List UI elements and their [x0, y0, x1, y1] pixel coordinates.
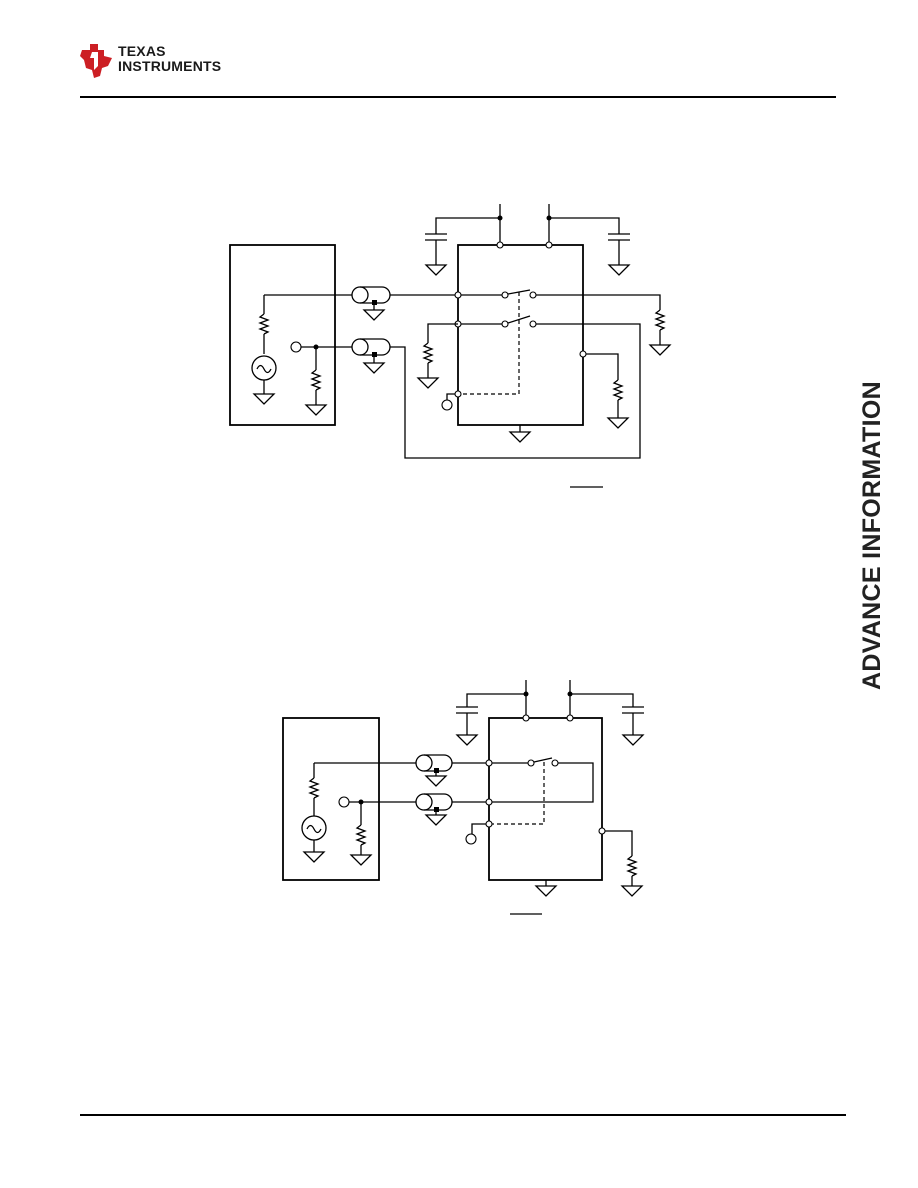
brand-name: Texas Instruments — [118, 44, 221, 74]
analyzer-box-2 — [282, 717, 380, 881]
coax-connector-1a — [351, 286, 391, 304]
test-circuit-1 — [229, 204, 672, 488]
brand-line-1: Texas — [118, 43, 166, 59]
footer-rule — [80, 1114, 846, 1116]
ti-logo: Texas Instruments — [78, 40, 238, 82]
ground-icon — [252, 393, 276, 405]
brand-line-2: Instruments — [118, 58, 222, 74]
analyzer-box-1 — [229, 244, 336, 426]
device-under-test-2 — [488, 717, 603, 881]
device-under-test-1 — [457, 244, 584, 426]
coax-connector-1b — [351, 338, 391, 356]
test-circuit-2 — [282, 680, 645, 915]
header-rule — [80, 96, 836, 98]
ti-logo-icon — [80, 44, 112, 78]
